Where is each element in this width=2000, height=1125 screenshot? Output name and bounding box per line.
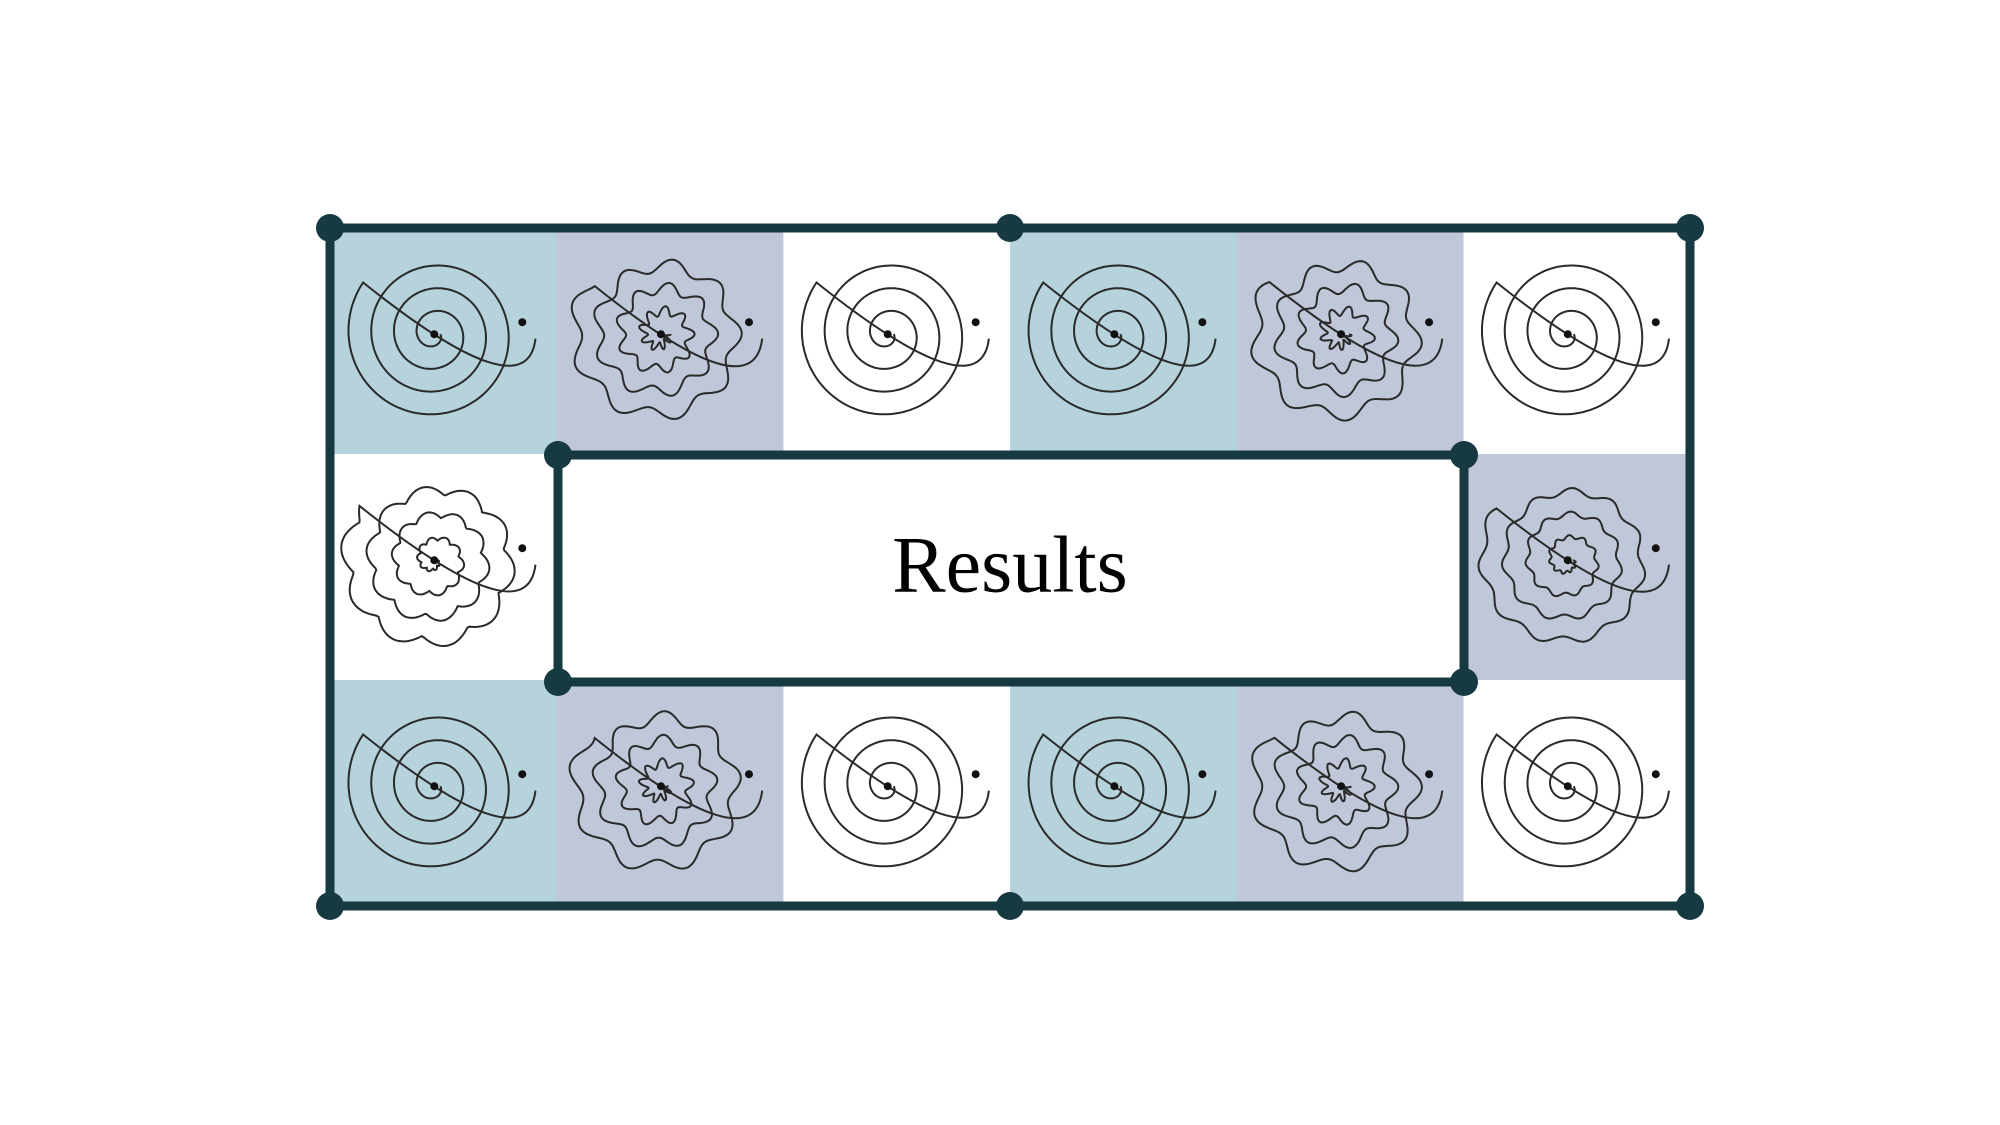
spiral-center-dot <box>430 782 439 791</box>
spiral-drawing-icon <box>1481 264 1670 416</box>
spiral-center-dot <box>1563 782 1572 791</box>
spiral-endpoint-dot <box>971 318 980 327</box>
spiral-center-dot <box>1110 782 1119 791</box>
spiral-drawing-icon <box>1477 486 1670 643</box>
spiral-center-dot <box>883 782 892 791</box>
spiral-center-dot <box>1337 782 1346 791</box>
spiral-drawing-icon <box>1481 716 1670 868</box>
spiral-endpoint-dot <box>1425 318 1434 327</box>
spiral-tile <box>783 228 1011 455</box>
spiral-endpoint-dot <box>1198 770 1207 779</box>
spiral-tile <box>1010 680 1238 907</box>
spiral-tile <box>1010 228 1238 455</box>
spiral-center-dot <box>430 330 439 339</box>
spiral-drawing-icon <box>1250 260 1444 422</box>
spiral-drawing-icon <box>570 258 764 421</box>
tile-background <box>330 454 558 681</box>
spiral-center-dot <box>1563 330 1572 339</box>
spiral-endpoint-dot <box>1198 318 1207 327</box>
spiral-drawing-icon <box>1027 716 1217 868</box>
spiral-tile-grid <box>330 228 1691 907</box>
spiral-drawing-icon <box>1251 710 1444 873</box>
spiral-endpoint-dot <box>1651 318 1660 327</box>
spiral-drawing-icon <box>800 264 990 416</box>
spiral-tile <box>1463 454 1691 681</box>
spiral-tile <box>330 680 558 907</box>
frame-node-dot <box>316 214 344 242</box>
frame-node-dot <box>316 892 344 920</box>
frame-node-dot <box>996 214 1024 242</box>
spiral-endpoint-dot <box>518 770 527 779</box>
frame-node-dot <box>1450 668 1478 696</box>
spiral-endpoint-dot <box>518 544 527 553</box>
spiral-center-dot <box>883 330 892 339</box>
spiral-tile <box>330 454 558 681</box>
spiral-tile <box>1236 680 1464 907</box>
spiral-endpoint-dot <box>971 770 980 779</box>
spiral-tile <box>556 228 784 455</box>
spiral-endpoint-dot <box>744 318 753 327</box>
frame-node-dot <box>544 668 572 696</box>
spiral-drawing-icon <box>347 716 537 868</box>
frame-node-dot <box>996 892 1024 920</box>
board-frame <box>316 214 1704 920</box>
spiral-drawing-icon <box>568 710 764 870</box>
spiral-center-dot <box>1337 330 1346 339</box>
spiral-endpoint-dot <box>1651 544 1660 553</box>
results-box <box>553 450 1469 687</box>
spiral-endpoint-dot <box>744 770 753 779</box>
spiral-center-dot <box>656 782 665 791</box>
spiral-endpoint-dot <box>1425 770 1434 779</box>
spiral-tile <box>1463 228 1691 455</box>
frame-node-dot <box>544 441 572 469</box>
spiral-tile <box>783 680 1011 907</box>
spiral-center-dot <box>1110 330 1119 339</box>
spiral-tile <box>330 228 558 455</box>
spiral-tile <box>556 680 784 907</box>
frame-node-dot <box>1676 892 1704 920</box>
spiral-drawing-icon <box>1027 264 1217 416</box>
spiral-center-dot <box>430 556 439 565</box>
spiral-endpoint-dot <box>1651 770 1660 779</box>
spiral-tile <box>1463 680 1691 907</box>
spiral-drawing-icon <box>340 486 537 647</box>
frame-node-dot <box>1450 441 1478 469</box>
spiral-drawing-icon <box>800 716 990 868</box>
frame-node-dot <box>1676 214 1704 242</box>
spiral-center-dot <box>1563 556 1572 565</box>
spiral-center-dot <box>656 330 665 339</box>
spiral-drawing-icon <box>347 264 537 416</box>
spiral-tile <box>1236 228 1464 455</box>
spiral-endpoint-dot <box>518 318 527 327</box>
results-title: Results <box>892 521 1128 609</box>
